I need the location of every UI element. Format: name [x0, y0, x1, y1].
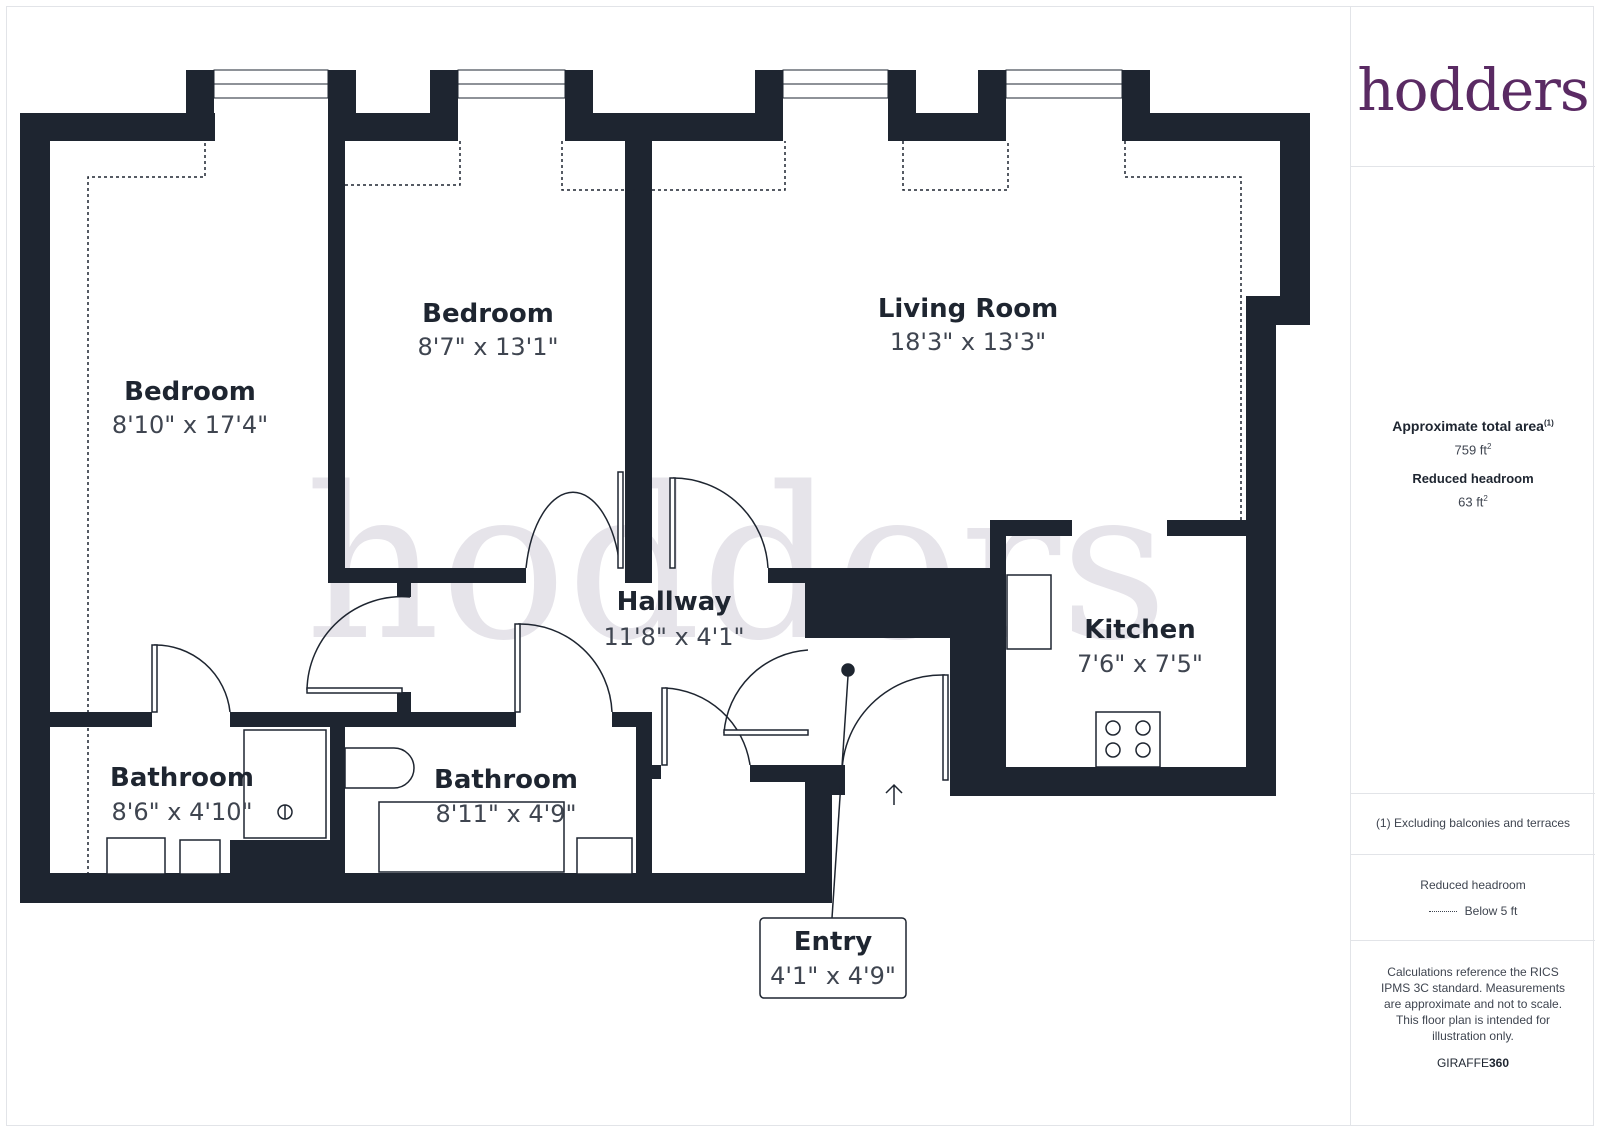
reduced-value: 63 ft — [1458, 494, 1484, 510]
room-dims-hallway: 11'8" x 4'1" — [603, 623, 744, 651]
fixtures — [106, 574, 1161, 875]
area-value: 759 ft — [1454, 442, 1488, 458]
room-name-bathroom-2: Bathroom — [434, 765, 578, 795]
room-name-hallway: Hallway — [617, 587, 732, 617]
entry-marker — [831, 663, 903, 919]
room-name-bedroom-1: Bedroom — [124, 377, 256, 407]
windows — [213, 69, 1123, 99]
area-sq-exp: 2 — [1487, 442, 1492, 451]
toilet-1 — [179, 839, 221, 875]
room-dims-bedroom-1: 8'10" x 17'4" — [112, 411, 268, 439]
sink — [106, 837, 166, 875]
plan-frame — [6, 6, 1594, 1126]
bathtub — [378, 801, 565, 873]
toilet-2 — [344, 747, 415, 789]
entry-label-box — [759, 917, 907, 999]
reduced-headroom-lines — [87, 141, 1242, 875]
room-dims-entry: 4'1" x 4'9" — [770, 962, 896, 990]
doors — [151, 471, 949, 781]
walls — [20, 70, 1310, 903]
hodders-logo: hodders — [1357, 56, 1589, 124]
area-label-row: Approximate total area(1) — [1351, 418, 1595, 434]
area-value-row: 759 ft2 — [1351, 442, 1595, 457]
room-dims-living-room: 18'3" x 13'3" — [890, 328, 1046, 356]
room-dims-bathroom-2: 8'11" x 4'9" — [435, 800, 576, 828]
reduced-label: Reduced headroom — [1412, 471, 1534, 487]
footnote: (1) Excluding balconies and terraces — [1375, 816, 1571, 830]
reduced-value-row: 63 ft2 — [1351, 494, 1595, 509]
room-dims-kitchen: 7'6" x 7'5" — [1077, 650, 1203, 678]
divider — [1351, 793, 1595, 794]
room-dims-bathroom-1: 8'6" x 4'10" — [111, 798, 252, 826]
room-name-kitchen: Kitchen — [1084, 615, 1196, 645]
area-note-ref: (1) — [1543, 418, 1554, 428]
divider — [1351, 940, 1595, 941]
giraffe360-credit: GIRAFFE360 — [1351, 1056, 1595, 1070]
area-section: Approximate total area(1) 759 ft2 Reduce… — [1351, 418, 1595, 510]
shower-tray — [243, 729, 327, 839]
divider — [1351, 166, 1595, 167]
credit-a: GIRAFFE — [1436, 1056, 1489, 1070]
legend-item-row: Below 5 ft — [1351, 904, 1595, 918]
room-name-bedroom-2: Bedroom — [422, 299, 554, 329]
room-dims-bedroom-2: 8'7" x 13'1" — [417, 333, 558, 361]
hob — [1095, 711, 1161, 768]
disclaimer: Calculations reference the RICS IPMS 3C … — [1380, 965, 1566, 1043]
sink-2 — [576, 837, 633, 875]
kitchen-sink — [1006, 574, 1052, 650]
room-name-entry: Entry — [794, 927, 873, 957]
reduced-sq-exp: 2 — [1483, 494, 1488, 504]
floor-plan: hodders — [20, 69, 1310, 999]
sidebar: hodders Approximate total area(1) 759 ft… — [1350, 6, 1595, 1126]
divider — [1351, 854, 1595, 855]
legend-title: Reduced headroom — [1420, 878, 1526, 892]
area-label: Approximate total area — [1392, 418, 1544, 434]
legend: Reduced headroom Below 5 ft — [1351, 878, 1595, 918]
dotted-line-swatch — [1428, 911, 1457, 913]
legend-item: Below 5 ft — [1464, 904, 1518, 918]
room-name-bathroom-1: Bathroom — [110, 763, 254, 793]
room-name-living-room: Living Room — [878, 294, 1058, 324]
credit-b: 360 — [1488, 1056, 1510, 1070]
